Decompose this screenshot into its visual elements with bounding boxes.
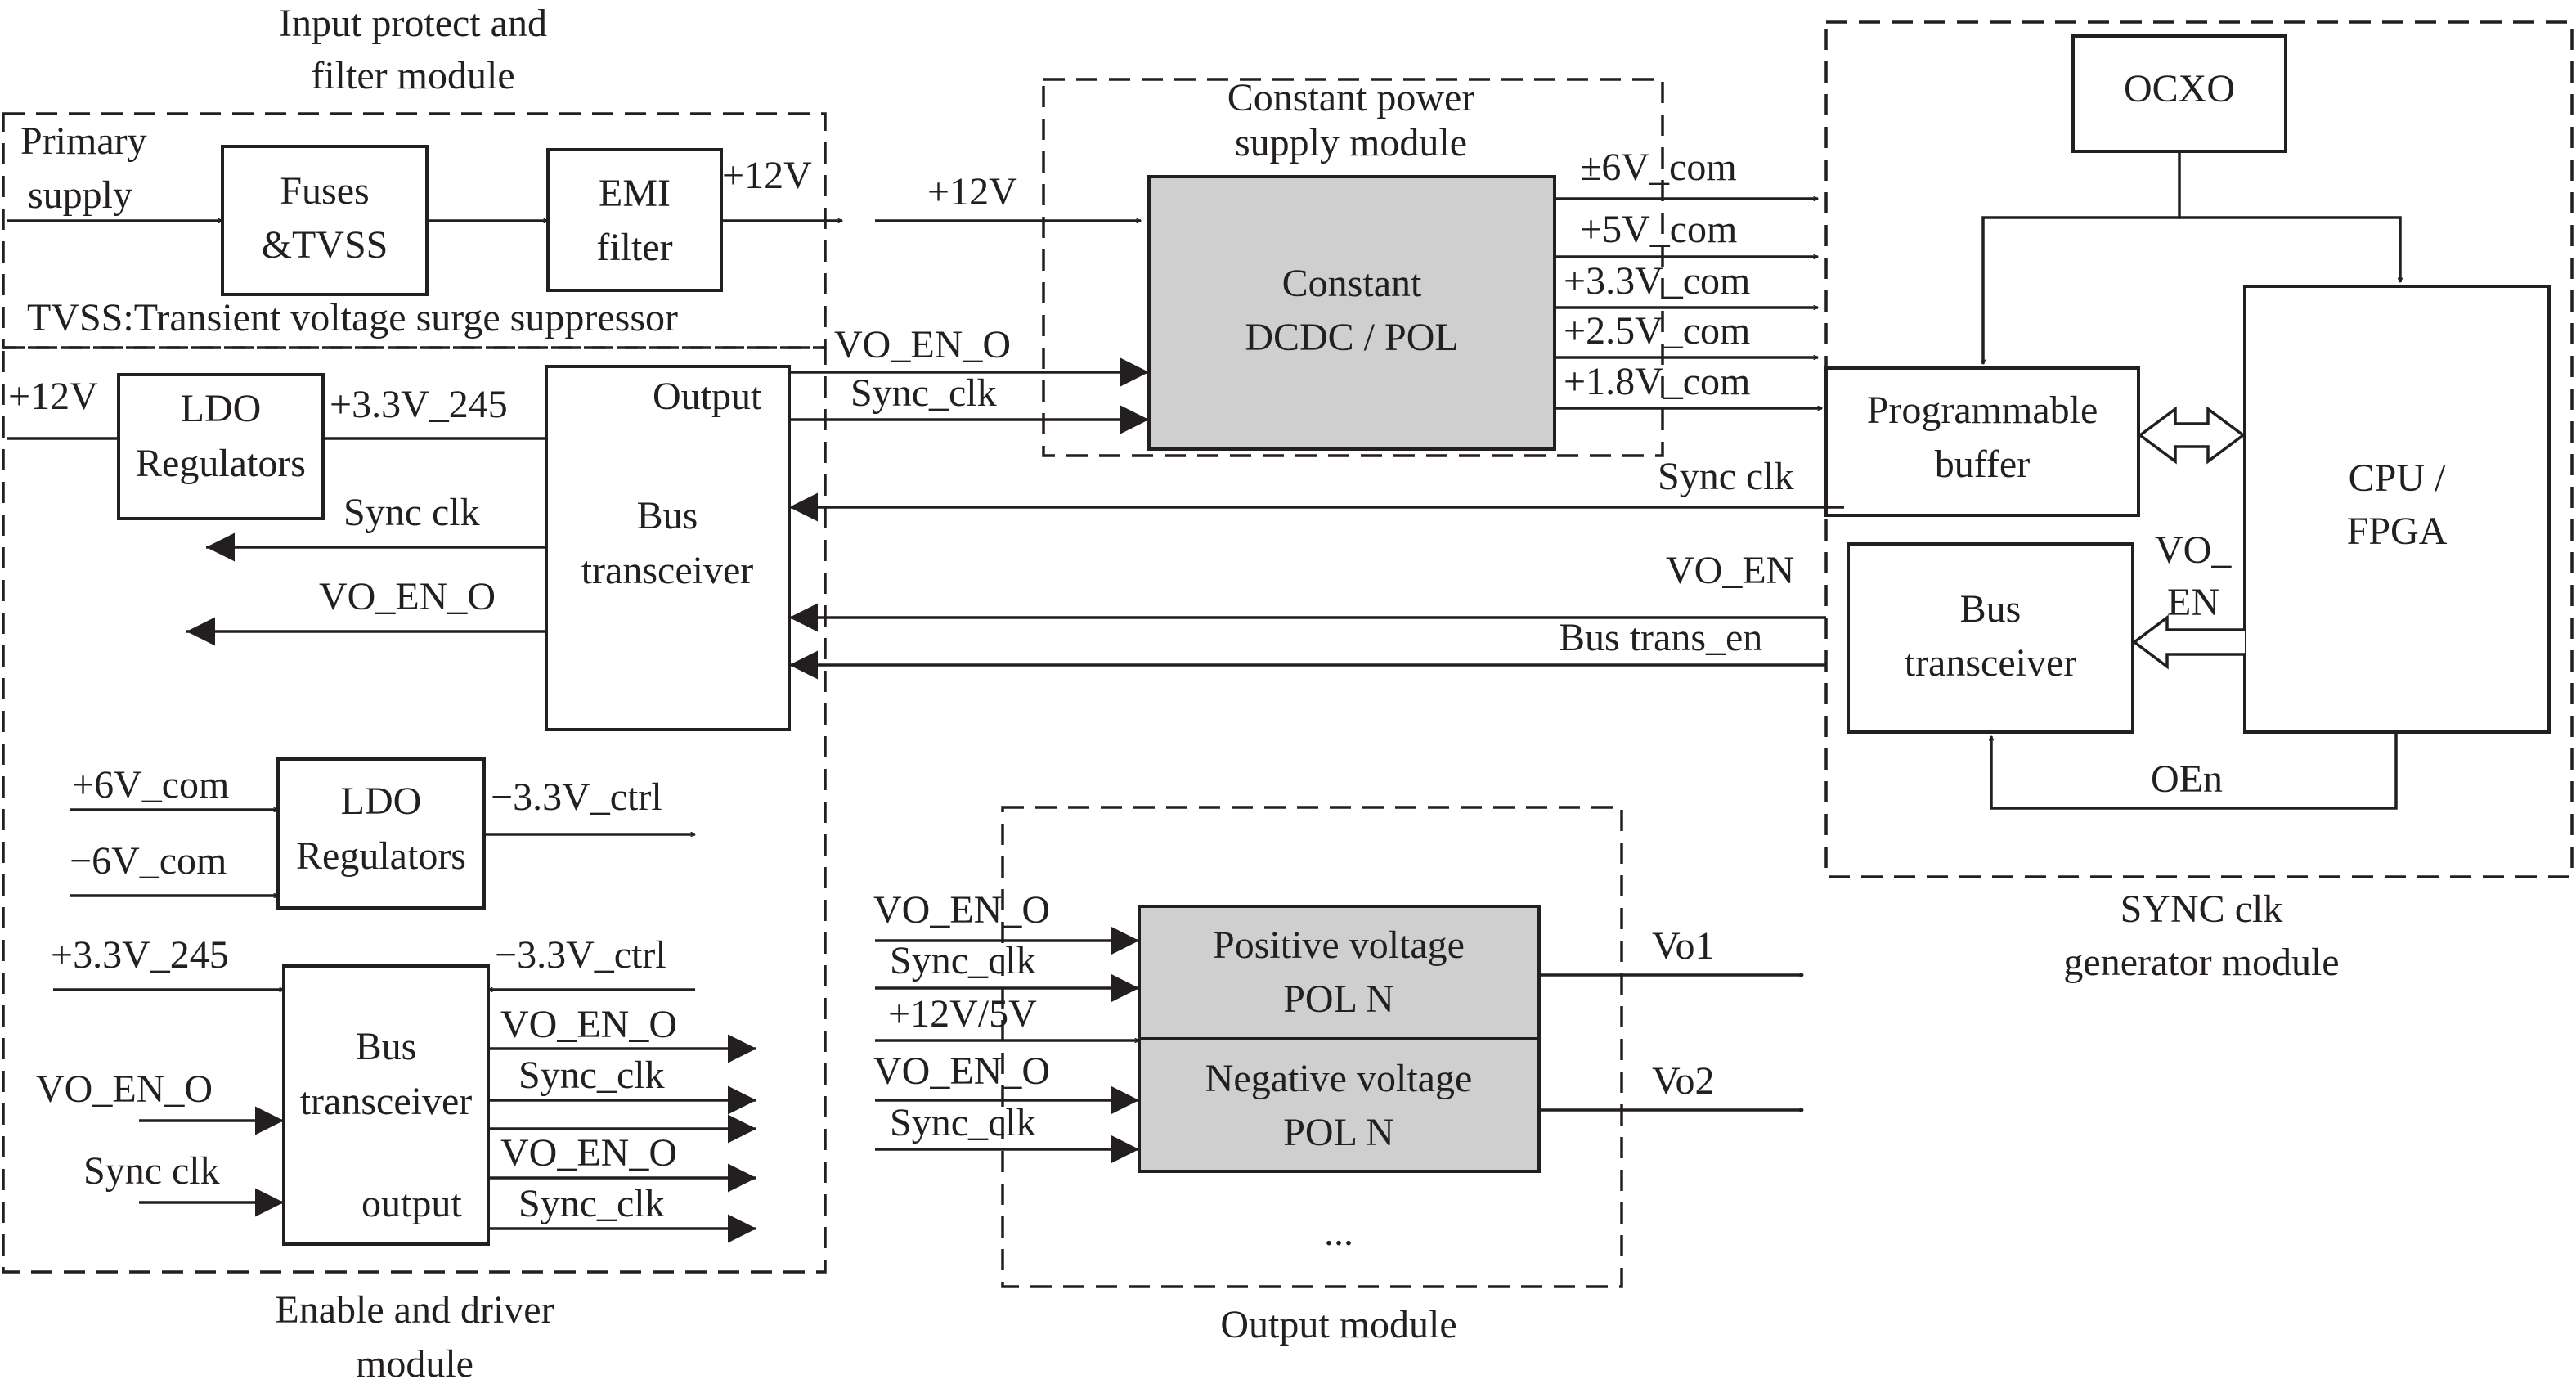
sync-clk-sync-label: Sync clk <box>1658 455 1794 498</box>
ellipsis-label: ... <box>1324 1211 1353 1254</box>
m3v3-ctrl-b-label: −3.3V_ctrl <box>495 933 666 977</box>
p12v-5v-label: +12V/5V <box>888 992 1037 1036</box>
sync-clk-out1-label: Sync clk <box>343 491 480 534</box>
vo1-label: Vo1 <box>1652 924 1714 968</box>
p3v3-245-b-label: +3.3V_245 <box>51 933 229 977</box>
constant-power-module-frame <box>1042 78 1664 457</box>
vo2-label: Vo2 <box>1652 1059 1714 1103</box>
sync-clk-in-label: Sync clk <box>83 1149 220 1193</box>
sync-clk-o2-label: Sync_clk <box>518 1182 665 1225</box>
positive-voltage-pol-block <box>1138 905 1541 1040</box>
rail-1v8-label: +1.8V_com <box>1564 360 1750 403</box>
m3v3-ctrl-label: −3.3V_ctrl <box>491 775 662 819</box>
vo-en-cpu-label: VO_EN <box>2155 528 2232 624</box>
sync-bus-transceiver-block <box>1847 542 2134 734</box>
vo-en-o-in-label: VO_EN_O <box>36 1067 213 1111</box>
enable-driver-module-frame <box>2 346 827 1274</box>
cpu-fpga-block <box>2243 285 2551 734</box>
ocxo-to-cpu-arrow <box>2179 216 2400 282</box>
cpu-to-bus-transceiver-arrow <box>2132 614 2245 670</box>
tvss-note: TVSS:Transient voltage surge suppressor <box>27 296 678 339</box>
sync-clk-dcdc-label: Sync_clk <box>850 371 997 415</box>
m6v-com-label: −6V_com <box>70 839 227 883</box>
sync-clk-module-frame <box>1824 20 2574 878</box>
fuses-tvss-label: Fuses&TVSS <box>262 169 388 267</box>
oen-arrow <box>1991 732 2398 810</box>
input-protect-module-frame <box>2 112 827 349</box>
bus-transceiver-block-2 <box>282 964 490 1246</box>
output-bt2-label: output <box>361 1182 462 1225</box>
output-module-title: Output module <box>1220 1303 1456 1346</box>
ocxo-to-buffer-arrow <box>1983 151 2181 364</box>
ocxo-label: OCXO <box>2124 67 2235 110</box>
fuses-tvss-block <box>221 145 429 296</box>
vo-en-o-neg-label: VO_EN_O <box>873 1049 1050 1093</box>
p12v-emi-label: +12V <box>722 154 812 197</box>
rail-2v5-label: +2.5V_com <box>1564 309 1750 353</box>
rail-6v-label: ±6V_com <box>1580 146 1737 189</box>
oen-label: OEn <box>2151 757 2223 801</box>
ldo-regulators-block-1 <box>117 373 325 520</box>
bus-trans-en-label: Bus trans_en <box>1559 616 1762 659</box>
vo-en-o-out1-label: VO_EN_O <box>319 575 496 618</box>
vo-en-o-pos-label: VO_EN_O <box>873 888 1050 932</box>
p12v-dcdc-label: +12V <box>927 170 1017 213</box>
programmable-buffer-block <box>1824 366 2140 517</box>
bus-transceiver-block-1 <box>545 365 791 731</box>
sync-clk-pos-label: Sync_clk <box>890 939 1036 982</box>
output-bt1-label: Output <box>653 375 762 418</box>
p12v-ldo-label: +12V <box>8 375 98 418</box>
rail-5v-label: +5V_com <box>1580 208 1737 251</box>
p3v3-245-label: +3.3V_245 <box>330 383 508 426</box>
vo-en-sync-label: VO_EN <box>1666 549 1794 592</box>
cpu-fpga-label: CPU /FPGA <box>2347 456 2448 553</box>
dcdc-pol-block <box>1147 175 1556 451</box>
sync-clk-o1-label: Sync_clk <box>518 1054 665 1097</box>
sync-clk-neg-label: Sync_clk <box>890 1101 1036 1144</box>
emi-filter-block <box>546 148 723 292</box>
vo-en-o-o1-label: VO_EN_O <box>500 1003 677 1046</box>
vo-en-o-dcdc-label: VO_EN_O <box>834 323 1011 366</box>
negative-voltage-pol-block <box>1138 1037 1541 1173</box>
output-module-frame <box>1001 806 1623 1288</box>
buffer-cpu-bidirectional-arrow <box>2138 406 2246 465</box>
vo-en-o-o2-label: VO_EN_O <box>500 1131 677 1175</box>
rail-3v3-label: +3.3V_com <box>1564 259 1750 303</box>
p6v-com-label: +6V_com <box>72 763 229 807</box>
